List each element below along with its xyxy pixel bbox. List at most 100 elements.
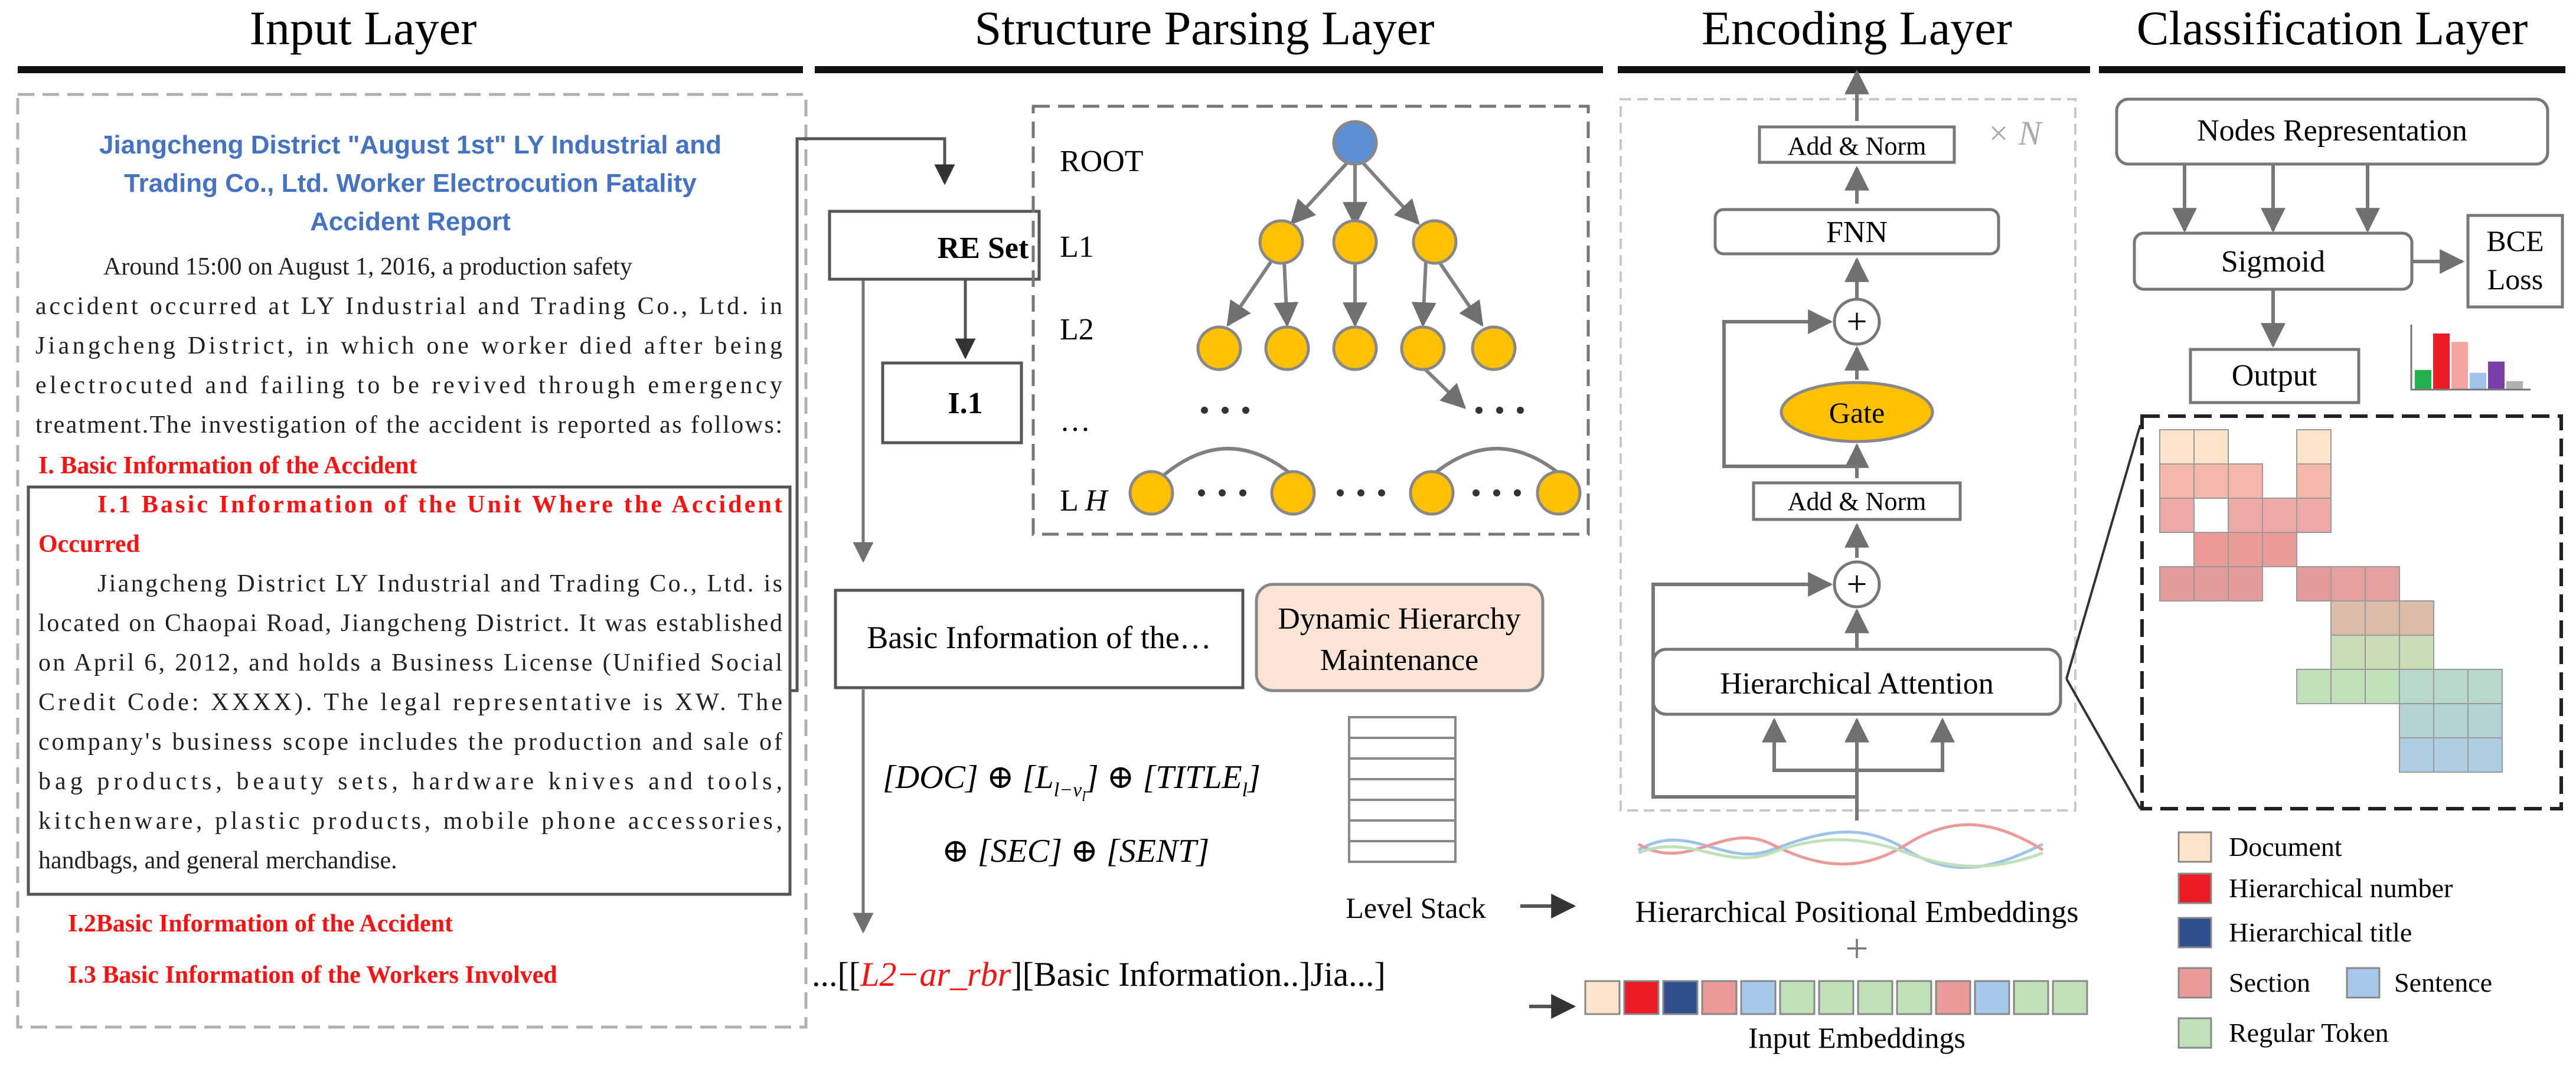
tree-edges: [1159, 151, 1566, 480]
legend-label-section: Section: [2229, 967, 2310, 998]
mask-cell: [2193, 532, 2229, 567]
fnn-box: [1713, 208, 2000, 256]
level-label-ellipsis: …: [1060, 404, 1091, 438]
sub-1-1-body-line-5: company's business scope includes the pr…: [38, 728, 782, 756]
formula-line-1: [DOC] ⊕ [Ll−vl] ⊕ [TITLEl]: [883, 759, 1261, 805]
sub-1-1-heading-line-2: Occurred: [38, 531, 140, 558]
encoder-block: Add & Norm × N FNN + Gate Add & Norm + H…: [1620, 69, 2077, 820]
header-input-layer: Input Layer: [18, 1, 803, 73]
residual-connection-top: [1722, 309, 1859, 478]
attention-mask-panel: [2065, 414, 2563, 810]
legend-item-regular: Regular Token: [2177, 1017, 2389, 1049]
dyn-hier-line-2: Maintenance: [1320, 643, 1479, 677]
tree-node: [1409, 470, 1455, 516]
gate-label: Gate: [1829, 396, 1885, 429]
level-label-l1: L1: [1060, 230, 1094, 264]
residual-add-top: [1833, 298, 1881, 346]
tree-node: [1270, 470, 1316, 516]
input-emb-label: Input Embeddings: [1748, 1021, 1966, 1054]
tree-node: [1536, 470, 1582, 516]
mask-cell: [2330, 669, 2366, 704]
mask-cell: [2262, 532, 2297, 567]
legend-item-hier-title: Hierarchical title: [2177, 917, 2412, 949]
token-embedding-regular: [1818, 980, 1855, 1015]
tree-node: [1332, 219, 1378, 265]
mask-cell: [2296, 669, 2332, 704]
tree-nodes: [1128, 120, 1582, 516]
input-layer-title: Input Layer: [250, 1, 477, 55]
sub-1-1-body-line-2: located on Chaopai Road, Jiangcheng Dist…: [38, 610, 782, 637]
mask-cell: [2159, 429, 2195, 465]
output-bar-axis: [2410, 325, 2531, 391]
legend-label-hier-title: Hierarchical title: [2229, 917, 2412, 947]
tree-node: [1400, 325, 1446, 371]
sub-1-2-heading: I.2Basic Information of the Accident: [68, 910, 453, 937]
legend-label-sentence: Sentence: [2394, 967, 2492, 998]
mask-cell: [2159, 463, 2195, 499]
mask-cell: [2433, 737, 2469, 773]
mask-cell: [2399, 703, 2434, 738]
tree-node: [1412, 219, 1458, 265]
header-encoding-layer: Encoding Layer: [1618, 1, 2090, 73]
output-bar: [2488, 361, 2505, 390]
token-embedding-section: [1935, 980, 1971, 1015]
output-bar: [2433, 334, 2450, 390]
sub-1-1-heading-line-1: I.1 Basic Information of the Unit Where …: [97, 491, 782, 518]
token-embedding-section: [1701, 980, 1738, 1015]
i1-label: I.1: [948, 387, 982, 420]
classification-head: Nodes Representation Sigmoid BCE Loss Ou…: [2115, 97, 2564, 404]
mask-cell: [2159, 498, 2195, 533]
input-document-panel: Jiangcheng District "August 1st" LY Indu…: [16, 93, 808, 1029]
sub-1-1-body-line-7: kitchenware, plastic products, mobile ph…: [38, 808, 782, 835]
intro-line-3: Jiangcheng District, in which one worker…: [35, 332, 782, 359]
mask-cell: [2296, 566, 2332, 601]
plus-bottom: +: [1847, 564, 1867, 604]
residual-connection-bottom: [1651, 572, 1859, 820]
mask-cell: [2296, 463, 2332, 499]
hierarchical-attention-label: Hierarchical Attention: [1720, 667, 1993, 701]
tree-node: [1264, 325, 1310, 371]
header-structure-layer: Structure Parsing Layer: [815, 1, 1603, 73]
token-formula: [DOC] ⊕ [Ll−vl] ⊕ [TITLEl] ⊕ [SEC] ⊕ [SE…: [883, 759, 1261, 869]
basic-info-label: Basic Information of the…: [867, 620, 1211, 655]
tree-node: [1128, 470, 1174, 516]
mask-cell: [2228, 463, 2263, 499]
legend-label-document: Document: [2229, 832, 2342, 862]
structure-layer-title: Structure Parsing Layer: [975, 1, 1435, 55]
doc-title-line-3: Accident Report: [310, 207, 511, 236]
mask-cell: [2228, 498, 2263, 533]
input-embedding-tokens: [1584, 980, 2088, 1015]
residual-add-bottom: [1833, 560, 1881, 609]
mask-cell: [2193, 566, 2229, 601]
mask-cell: [2467, 737, 2503, 773]
level-label-lh: L H: [1060, 484, 1109, 518]
token-embedding-sentence: [1974, 980, 2010, 1015]
mask-cell: [2399, 600, 2434, 636]
fnn-label: FNN: [1826, 215, 1888, 249]
doc-title-line-1: Jiangcheng District "August 1st" LY Indu…: [99, 130, 721, 159]
nodes-representation-label: Nodes Representation: [2197, 114, 2467, 148]
hierarchy-tree-panel: ROOT L1 L2 … L H: [1031, 104, 1590, 536]
legend-label-hier-number: Hierarchical number: [2229, 873, 2453, 903]
mask-cell: [2365, 635, 2400, 670]
mask-cell: [2433, 703, 2469, 738]
mask-cell: [2330, 600, 2366, 636]
doc-title-line-2: Trading Co., Ltd. Worker Electrocution F…: [124, 169, 697, 198]
token-embedding-hier_number: [1623, 980, 1660, 1015]
root-node: [1332, 120, 1378, 166]
add-norm-bottom-label: Add & Norm: [1788, 487, 1927, 516]
token-embedding-regular: [1779, 980, 1816, 1015]
linearized-sequence: ...[[L2−ar_rbr][Basic Information..]Jia.…: [812, 955, 1386, 993]
token-embedding-hier_title: [1662, 980, 1699, 1015]
mask-cell: [2193, 463, 2229, 499]
header-classification-layer: Classification Layer: [2099, 1, 2565, 73]
sub-1-1-body-line-3: on April 6, 2012, and holds a Business L…: [38, 649, 782, 676]
level-label-l2: L2: [1060, 313, 1094, 346]
bce-loss-box: [2466, 214, 2564, 309]
legend-item-hier-number: Hierarchical number: [2177, 872, 2453, 904]
embedding-sum-plus: +: [1845, 926, 1868, 972]
token-embedding-regular: [2013, 980, 2049, 1015]
mask-cell: [2399, 635, 2434, 670]
sub-1-1-body-line-1: Jiangcheng District LY Industrial and Tr…: [97, 570, 782, 597]
